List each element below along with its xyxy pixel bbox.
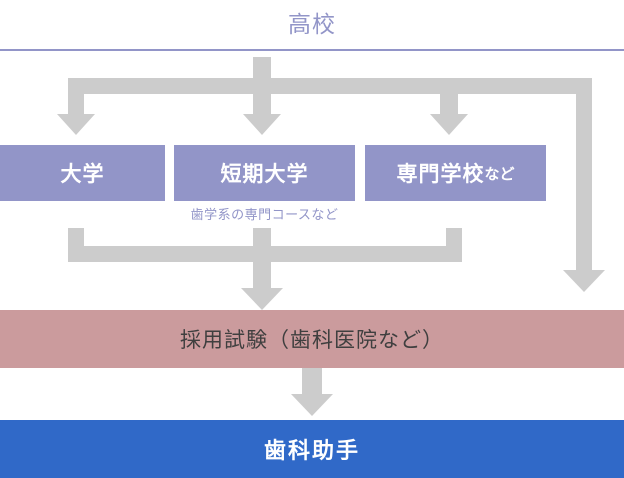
school-box-university[interactable]: 大学 [0, 145, 165, 201]
arrowhead-to-goal [291, 394, 333, 416]
connector-distributor-bar [68, 78, 592, 94]
arrowhead-bypass-to-exam [563, 270, 605, 292]
stage-goal-dental-assistant[interactable]: 歯科助手 [0, 420, 624, 478]
school-box-vocational-school-label: 専門学校 [396, 163, 485, 186]
connector-merge-riser-left [68, 228, 84, 246]
connector-collector-bar [68, 246, 462, 262]
school-box-junior-college-label: 短期大学 [220, 163, 309, 186]
arrowhead-to-junior-college [243, 114, 281, 135]
connector-merge-stem-to-exam [253, 262, 271, 288]
school-box-vocational-school-suffix: など [484, 165, 515, 183]
connector-merge-riser-center [253, 228, 271, 246]
school-box-junior-college[interactable]: 短期大学 [174, 145, 355, 201]
arrowhead-merge-to-exam [241, 288, 283, 310]
title-divider [0, 49, 624, 51]
stage-recruitment-exam-label: 採用試験（歯科医院など） [180, 329, 444, 352]
connector-merge-riser-right [446, 228, 462, 246]
connector-exam-to-goal-stem [302, 368, 322, 394]
school-box-vocational-school[interactable]: 専門学校など [365, 145, 546, 201]
school-box-university-label: 大学 [60, 163, 105, 186]
connector-drop-stem-right [440, 94, 458, 114]
connector-top-stem [253, 57, 271, 81]
connector-drop-stem-center [253, 94, 271, 114]
arrowhead-to-vocational-school [430, 114, 468, 135]
arrowhead-to-university [57, 114, 95, 135]
stage-recruitment-exam[interactable]: 採用試験（歯科医院など） [0, 310, 624, 368]
connector-bypass-stem [576, 78, 592, 270]
specialty-course-note: 歯学系の専門コースなど [190, 207, 339, 222]
connector-drop-stem-left [68, 94, 84, 114]
stage-goal-label: 歯科助手 [263, 438, 360, 463]
page-title: 高校 [288, 11, 336, 37]
